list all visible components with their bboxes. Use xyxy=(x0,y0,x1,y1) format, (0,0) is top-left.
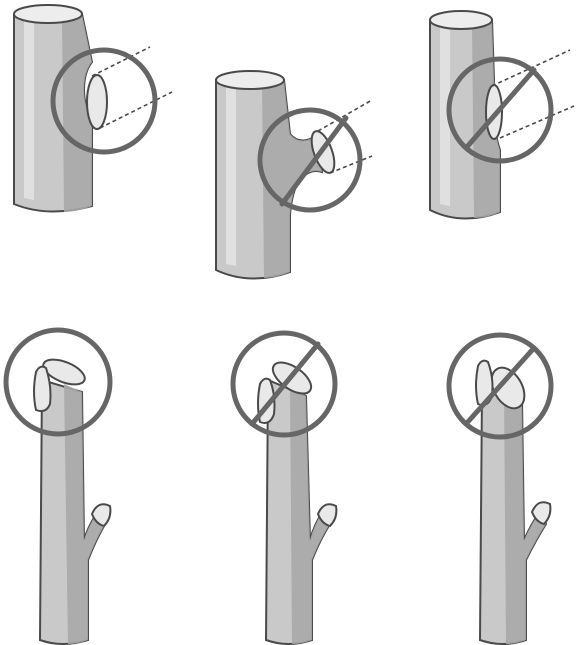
figure-1-correct-collar-cut xyxy=(13,4,173,213)
figure-2-wrong-stub-cut xyxy=(215,70,373,280)
prohibited-slash xyxy=(463,67,537,151)
cut-face xyxy=(42,358,86,386)
cut-face xyxy=(490,366,526,410)
highlight-ring xyxy=(446,332,554,440)
figure-3-wrong-flush-cut xyxy=(429,10,575,220)
highlight-ring xyxy=(446,56,554,164)
bud xyxy=(90,503,112,528)
bud xyxy=(33,365,52,413)
cut-face xyxy=(86,74,108,130)
highlight-ring xyxy=(50,47,158,155)
figure-6-wrong-stub-above-bud xyxy=(446,332,554,645)
bud xyxy=(316,503,338,528)
bud xyxy=(530,501,552,526)
prohibited-slash xyxy=(279,115,349,207)
highlight-ring xyxy=(257,107,363,213)
prohibited-slash xyxy=(463,345,537,427)
highlight-ring xyxy=(3,327,113,437)
highlight-ring xyxy=(230,330,338,438)
figure-4-correct-bud-cut xyxy=(3,327,113,645)
prohibited-slash xyxy=(249,341,321,427)
figure-5-wrong-angled-cut xyxy=(230,330,338,645)
